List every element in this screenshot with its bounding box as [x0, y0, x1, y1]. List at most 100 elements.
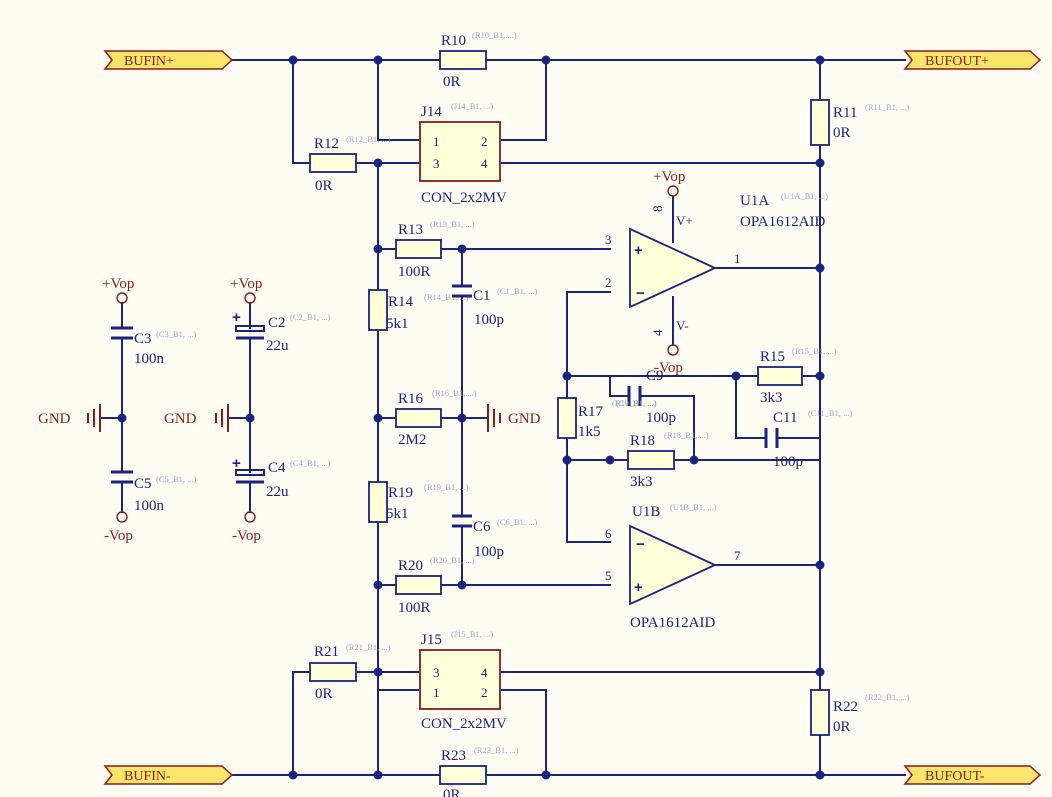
ref-label: R19	[388, 485, 413, 501]
sub-label: (J15_B1, ...)	[451, 629, 493, 639]
sub-label: (R20_B1, ...)	[430, 555, 475, 565]
resistor-r18: R18 (R18_B1, ...) 3k3	[627, 430, 709, 490]
sub-label: (R12_B1, ...)	[346, 134, 391, 144]
pin-label: 8	[650, 206, 665, 213]
ref-label: C5	[134, 476, 152, 492]
value-label: 100p	[773, 454, 803, 470]
net-label: +Vop	[653, 169, 685, 185]
ref-label: U1A	[740, 193, 769, 209]
value-label: 22u	[266, 338, 289, 354]
sub-label: (J14_B1, ...)	[451, 101, 493, 111]
sub-label: (R10_B1, ...)	[472, 30, 517, 40]
pin-label: 4	[481, 665, 488, 680]
decoupling-c3-c5: +Vop C3 (C3_B1, ...) 100n C5 (C5_B1, ...…	[38, 276, 197, 544]
net-label: -Vop	[654, 360, 683, 376]
ref-label: C2	[268, 315, 286, 331]
polarity-plus: +	[232, 309, 241, 326]
net-label: +Vop	[102, 276, 134, 292]
value-label: OPA1612AID	[630, 615, 715, 631]
vplus-label: V+	[676, 213, 693, 228]
value-label: 3k3	[760, 390, 783, 406]
ref-label: U1B	[632, 504, 660, 520]
ref-label: R10	[441, 33, 466, 49]
value-label: OPA1612AID	[740, 214, 825, 230]
resistor-r22: R22 (R22_B1, ...) 0R	[810, 689, 910, 736]
value-label: 100p	[646, 410, 676, 426]
resistor-r16: R16 (R16_B1, ...) 2M2	[395, 388, 477, 448]
sub-label: (R18_B1, ...)	[664, 430, 709, 440]
ref-label: R11	[833, 105, 857, 121]
value-label: 5k1	[386, 506, 409, 522]
resistor-r15: R15 (R15_B1, ...) 3k3	[757, 346, 837, 406]
value-label: 100R	[398, 600, 431, 616]
minus-sign: −	[636, 285, 645, 302]
sub-label: (U1B_B1, ...)	[670, 502, 717, 512]
wires	[231, 59, 906, 776]
net-label: GND	[508, 411, 541, 427]
ref-label: C9	[646, 368, 664, 384]
sub-label: (C11_B1, ...)	[808, 408, 852, 418]
pin-label: 6	[605, 526, 612, 541]
sub-label: (R15_B1, ...)	[792, 346, 837, 356]
vop-neg-u1a: -Vop	[654, 344, 683, 376]
value-label: 0R	[315, 686, 333, 702]
port-label: BUFOUT-	[925, 769, 985, 784]
ref-label: J14	[421, 104, 442, 120]
ref-label: C1	[473, 288, 491, 304]
minus-sign: −	[636, 536, 645, 553]
port-label: BUFOUT+	[925, 54, 989, 69]
port-bufout-plus: BUFOUT+	[903, 50, 1042, 70]
port-label: BUFIN+	[124, 54, 174, 69]
net-label: GND	[164, 411, 197, 427]
connector-j15: J15 (J15_B1, ...) 3 4 1 2 CON_2x2MV	[419, 629, 507, 732]
ref-label: R15	[760, 349, 785, 365]
sub-label: (C5_B1, ...)	[156, 474, 197, 484]
resistor-r12: R12 (R12_B1, ...) 0R	[309, 134, 391, 194]
sub-label: (R11_B1, ...)	[865, 102, 909, 112]
gnd-center: GND	[482, 404, 541, 432]
ref-label: R12	[314, 136, 339, 152]
plus-sign: +	[634, 579, 643, 596]
value-label: 100p	[474, 544, 504, 560]
value-label: 3k3	[630, 474, 653, 490]
sub-label: (C3_B1, ...)	[156, 329, 197, 339]
sub-label: (C6_B1, ...)	[497, 517, 538, 527]
pin-label: 2	[605, 275, 612, 290]
opamp-u1b: − + 6 5 7 U1B (U1B_B1, ...) OPA1612AID	[605, 502, 741, 631]
value-label: 0R	[443, 74, 461, 90]
value-label: 100n	[134, 351, 165, 367]
ref-label: C3	[134, 331, 152, 347]
pin-label: 1	[433, 134, 440, 149]
capacitor-c1: C1 (C1_B1, ...) 100p	[452, 284, 538, 328]
ref-label: R21	[314, 644, 339, 660]
value-label: 22u	[266, 484, 289, 500]
port-bufout-minus: BUFOUT-	[903, 765, 1042, 785]
capacitor-c6: C6 (C6_B1, ...) 100p	[452, 514, 538, 560]
pin-label: 4	[481, 156, 488, 171]
value-label: 100n	[134, 498, 165, 514]
resistor-r11: R11 (R11_B1, ...) 0R	[810, 99, 909, 146]
ref-label: R16	[398, 391, 424, 407]
pin-label: 7	[734, 548, 741, 563]
ref-label: R22	[833, 699, 858, 715]
pin-label: 1	[433, 685, 440, 700]
polarity-plus: +	[232, 455, 241, 472]
sub-label: (R23_B1, ...)	[474, 745, 519, 755]
sub-label: (U1A_B1, ...)	[781, 191, 828, 201]
resistor-r23: R23 (R23_B1, ...) 0R	[439, 745, 519, 797]
value-label: 100p	[474, 312, 504, 328]
value-label: CON_2x2MV	[421, 716, 507, 732]
value-label: CON_2x2MV	[421, 190, 507, 206]
net-label: -Vop	[104, 528, 133, 544]
pin-label: 3	[605, 232, 612, 247]
port-label: BUFIN-	[124, 769, 171, 784]
pin-label: 5	[605, 568, 612, 583]
ref-label: R18	[630, 433, 655, 449]
ref-label: R17	[578, 404, 604, 420]
pin-label: 4	[650, 329, 665, 336]
pin-label: 3	[433, 665, 440, 680]
sub-label: (R14_B1, ...)	[424, 292, 469, 302]
net-label: GND	[38, 411, 71, 427]
